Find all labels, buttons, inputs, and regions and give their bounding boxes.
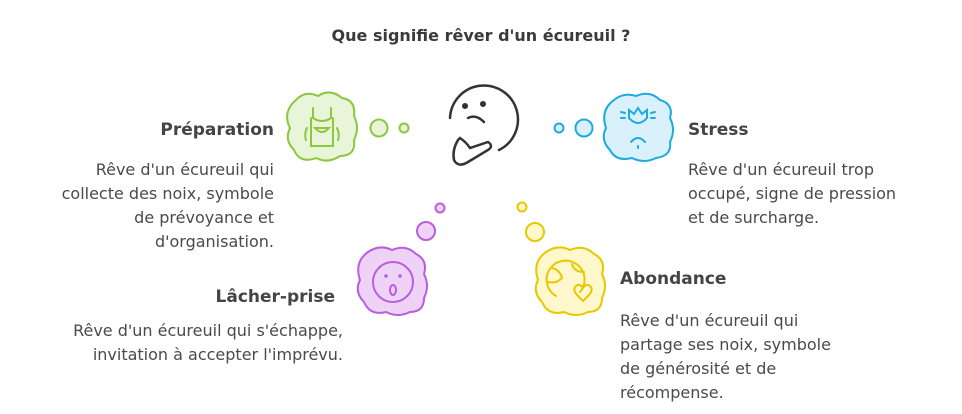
abondance-description: Rêve d'un écureuil qui partage ses noix,… xyxy=(620,309,831,405)
description-line: d'organisation. xyxy=(154,232,274,251)
lacher-prise-heading: Lâcher-prise xyxy=(215,287,335,307)
description-line: collecte des noix, symbole xyxy=(61,184,274,203)
thought-bubbles-purple xyxy=(416,202,446,241)
thought-bubbles-blue xyxy=(553,118,594,138)
thought-bubbles-yellow xyxy=(516,201,545,242)
abondance-heading: Abondance xyxy=(620,269,727,289)
description-line: de prévoyance et xyxy=(134,208,274,227)
description-line: Rêve d'un écureuil qui xyxy=(620,311,799,330)
globe-heart-icon xyxy=(534,246,606,316)
stress-heading: Stress xyxy=(688,120,749,140)
thought-bubbles-green xyxy=(369,118,410,138)
description-line: invitation à accepter l'imprévu. xyxy=(92,345,343,364)
description-line: partage ses noix, symbole xyxy=(620,335,831,354)
diagram-title: Que signifie rêver d'un écureuil ? xyxy=(331,26,631,45)
surprised-face-icon xyxy=(356,246,428,316)
description-line: Rêve d'un écureuil qui s'échappe, xyxy=(73,321,343,340)
thinking-face-icon xyxy=(448,84,520,166)
lacher-prise-description: Rêve d'un écureuil qui s'échappe, invita… xyxy=(73,319,343,367)
apron-icon xyxy=(286,91,358,162)
description-line: récompense. xyxy=(620,383,724,402)
description-line: Rêve d'un écureuil qui xyxy=(95,160,274,179)
preparation-heading: Préparation xyxy=(160,120,274,140)
stress-description: Rêve d'un écureuil trop occupé, signe de… xyxy=(688,158,896,230)
description-line: de générosité et de xyxy=(620,359,777,378)
preparation-description: Rêve d'un écureuil qui collecte des noix… xyxy=(62,158,274,254)
description-line: Rêve d'un écureuil trop xyxy=(688,160,874,179)
description-line: occupé, signe de pression xyxy=(688,184,897,203)
description-line: et de surcharge. xyxy=(688,208,820,227)
stressed-face-icon xyxy=(602,92,674,162)
